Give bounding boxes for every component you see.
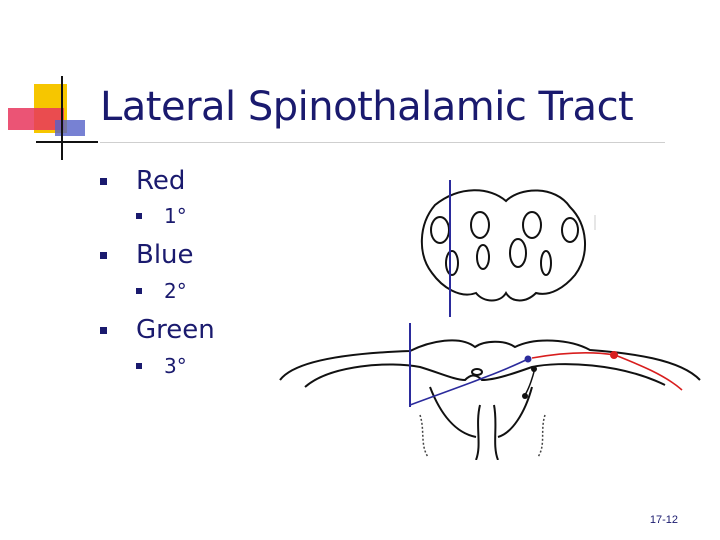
bullet-marker: [136, 213, 142, 219]
black-neuron-body: [531, 366, 537, 372]
bullet-marker: [136, 363, 142, 369]
sub-bullet-green: 3°: [136, 354, 187, 378]
upper-cord-hole: [477, 245, 489, 269]
bullet-marker: [136, 288, 142, 294]
upper-cord-section: [422, 190, 585, 300]
central-canal: [472, 369, 482, 375]
slide-number: 17-12: [650, 514, 678, 526]
upper-cord-hole: [510, 239, 526, 267]
bullet-green: Green: [100, 315, 215, 345]
bullet-green-label: Green: [136, 315, 215, 345]
bullet-blue: Blue: [100, 240, 194, 270]
black-neuron-body: [522, 393, 528, 399]
upper-cord-hole: [523, 212, 541, 238]
lower-cord-midline: [476, 405, 480, 460]
right-dotted-boundary: [538, 415, 545, 457]
bullet-marker: [100, 178, 107, 185]
red-primary-neuron: [532, 353, 682, 390]
sub-bullet-red: 1°: [136, 204, 187, 228]
bullet-marker: [100, 252, 107, 259]
red-neuron-body: [610, 351, 618, 359]
upper-cord-hole: [446, 251, 458, 275]
bullet-blue-label: Blue: [136, 240, 194, 270]
blue-neuron-body: [525, 356, 532, 363]
blue-secondary-neuron: [410, 359, 528, 405]
lower-cord-gray-matter: [305, 364, 665, 387]
sub-bullet-red-label: 1°: [164, 204, 187, 228]
upper-cord-hole: [562, 218, 578, 242]
bullet-red-label: Red: [136, 166, 185, 196]
bullet-list: Red 1° Blue 2° Green 3°: [0, 0, 300, 400]
upper-cord-hole: [431, 217, 449, 243]
left-dotted-boundary: [420, 415, 428, 457]
upper-cord-hole: [541, 251, 551, 275]
upper-cord-hole: [471, 212, 489, 238]
sub-bullet-blue: 2°: [136, 279, 187, 303]
sub-bullet-blue-label: 2°: [164, 279, 187, 303]
lower-cord-midline: [494, 405, 498, 460]
spinothalamic-diagram: [270, 175, 710, 460]
bullet-red: Red: [100, 166, 185, 196]
sub-bullet-green-label: 3°: [164, 354, 187, 378]
bullet-marker: [100, 327, 107, 334]
